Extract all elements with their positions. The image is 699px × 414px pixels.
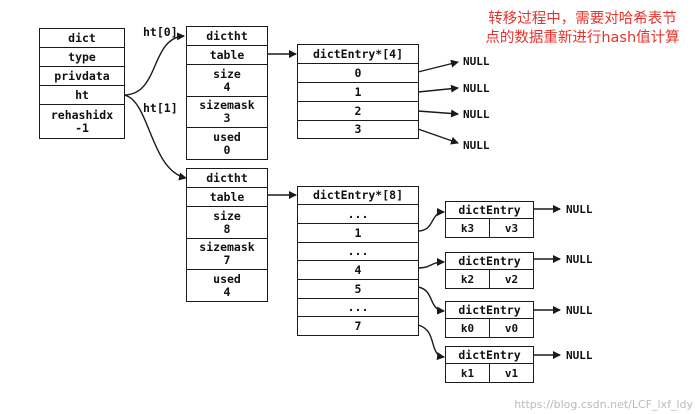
table4-row: 1 <box>298 83 418 102</box>
entry-title: dictEntry <box>446 302 533 319</box>
table8-row: 4 <box>298 261 418 280</box>
ht1-table: table <box>187 188 267 207</box>
table4-title: dictEntry*[4] <box>298 45 418 64</box>
dict-field-type: type <box>40 48 124 67</box>
null-label: NULL <box>566 203 593 216</box>
entry-value: v1 <box>489 364 533 382</box>
table8-row: 1 <box>298 224 418 243</box>
arrow-ht1 <box>123 94 187 181</box>
entry-key: k3 <box>460 221 475 235</box>
entry-title: dictEntry <box>446 347 533 364</box>
null-label: NULL <box>463 139 490 152</box>
table4-row: 0 <box>298 64 418 83</box>
entry-node: dictEntry k3 v3 <box>445 201 534 238</box>
table8-row: ... <box>298 299 418 317</box>
entry-node: dictEntry k0 v0 <box>445 301 534 338</box>
annotation-line-1: 转移过程中，需要对哈希表节 <box>488 11 677 27</box>
ht1-label: ht[1] <box>143 101 178 115</box>
table8-title: dictEntry*[8] <box>298 187 418 205</box>
entry-title: dictEntry <box>446 253 533 270</box>
null-label: NULL <box>566 304 593 317</box>
entry-value: v3 <box>489 219 533 237</box>
table8-row: ... <box>298 243 418 261</box>
watermark: https://blog.csdn.net/LCF_lxf_ldy <box>514 398 693 411</box>
entry-title: dictEntry <box>446 202 533 219</box>
dict-field-privdata: privdata <box>40 67 124 86</box>
entry-key: k0 <box>460 321 475 335</box>
null-label: NULL <box>566 349 593 362</box>
null-label: NULL <box>463 82 490 95</box>
null-label: NULL <box>463 108 490 121</box>
table4-row: 3 <box>354 122 362 136</box>
ht0-label: ht[0] <box>143 25 178 39</box>
table8-row: 5 <box>298 280 418 299</box>
arrow-ht0 <box>123 32 185 96</box>
entry-key: k1 <box>460 366 475 380</box>
entry-node: dictEntry k1 v1 <box>445 346 534 383</box>
entry-value: v2 <box>489 270 533 288</box>
table8-array: dictEntry*[8] ... 1 ... 4 5 ... 7 <box>297 186 419 336</box>
dict-struct: dict type privdata ht rehashidx-1 <box>39 28 125 139</box>
table8-row: 7 <box>354 318 362 333</box>
ht1-header: dictht <box>187 169 267 188</box>
null-label: NULL <box>566 253 593 266</box>
table4-row: 2 <box>298 102 418 121</box>
dict-field-rehashidx: rehashidx-1 <box>50 107 114 135</box>
annotation-line-2: 点的数据重新进行hash值计算 <box>485 30 680 46</box>
null-label: NULL <box>463 55 490 68</box>
ht0-header: dictht <box>187 27 267 46</box>
entry-value: v0 <box>489 319 533 337</box>
ht0-table: table <box>187 46 267 65</box>
dict-field-dict: dict <box>40 29 124 48</box>
table4-array: dictEntry*[4] 0 1 2 3 <box>297 44 419 139</box>
dict-field-ht: ht <box>40 86 124 105</box>
annotation-text: 转移过程中，需要对哈希表节 点的数据重新进行hash值计算 <box>470 10 695 48</box>
table8-row: ... <box>298 205 418 224</box>
entry-node: dictEntry k2 v2 <box>445 252 534 289</box>
entry-key: k2 <box>460 272 475 286</box>
